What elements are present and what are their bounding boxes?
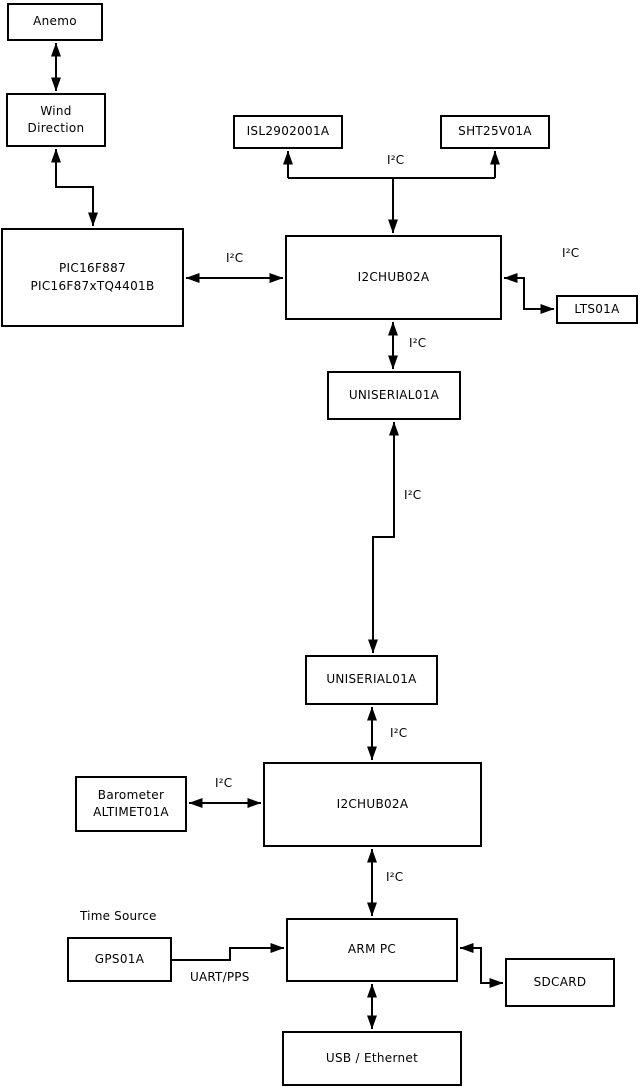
node-lts01a: LTS01A: [556, 295, 638, 324]
node-isl2902001a-label: ISL2902001A: [246, 124, 330, 139]
edge-wind-pic: [51, 148, 98, 227]
edge-uniserial1-uniserial2: [368, 421, 399, 654]
node-uniserial-upper-label: UNISERIAL01A: [348, 387, 440, 402]
node-usb-ethernet-label: USB / Ethernet: [325, 1050, 419, 1065]
node-gps01a-label: GPS01A: [94, 951, 145, 966]
node-pic-controller: PIC16F887 PIC16F87xTQ4401B: [1, 228, 184, 327]
edge-hub1-lts: [503, 273, 555, 314]
node-arm-pc-label: ARM PC: [347, 942, 397, 957]
edge-gps-armpc: [172, 943, 285, 961]
node-i2chub-lower: I2CHUB02A: [263, 762, 482, 847]
node-wind-direction-label: Wind Direction: [27, 103, 85, 135]
edge-label-barometer-hub2: I²C: [215, 776, 233, 790]
node-anemo-label: Anemo: [33, 14, 77, 29]
caption-time-source: Time Source: [80, 909, 157, 923]
edge-armpc-sdcard: [459, 943, 504, 988]
node-barometer-label: Barometer ALTIMET01A: [93, 787, 169, 819]
edge-label-pic-hub1: I²C: [226, 251, 244, 265]
edge-label-bus-top: I²C: [387, 153, 405, 167]
node-pic-controller-label: PIC16F887 PIC16F87xTQ4401B: [30, 261, 155, 293]
node-uniserial-upper: UNISERIAL01A: [327, 371, 461, 420]
node-usb-ethernet: USB / Ethernet: [282, 1031, 462, 1086]
node-anemo: Anemo: [7, 3, 103, 41]
node-sht25v01a: SHT25V01A: [440, 115, 550, 149]
node-sht25v01a-label: SHT25V01A: [458, 124, 532, 139]
node-barometer: Barometer ALTIMET01A: [75, 776, 187, 832]
edge-label-hub1-lts: I²C: [562, 246, 580, 260]
node-sdcard-label: SDCARD: [533, 974, 587, 989]
edge-label-uniserial2-hub2: I²C: [390, 726, 408, 740]
edge-label-uniserial1-uniserial2: I²C: [404, 488, 422, 502]
node-isl2902001a: ISL2902001A: [233, 115, 343, 149]
node-uniserial-lower: UNISERIAL01A: [305, 655, 438, 705]
node-i2chub-upper-label: I2CHUB02A: [357, 269, 430, 284]
node-wind-direction: Wind Direction: [6, 93, 106, 147]
edge-label-hub2-armpc: I²C: [386, 870, 404, 884]
edge-label-gps-armpc: UART/PPS: [190, 970, 250, 984]
node-sdcard: SDCARD: [505, 958, 615, 1007]
node-i2chub-upper: I2CHUB02A: [285, 235, 502, 320]
edge-label-hub1-uniserial1: I²C: [409, 336, 427, 350]
node-gps01a: GPS01A: [67, 937, 172, 982]
node-uniserial-lower-label: UNISERIAL01A: [326, 672, 417, 687]
node-lts01a-label: LTS01A: [574, 301, 620, 316]
node-i2chub-lower-label: I2CHUB02A: [336, 796, 409, 811]
node-arm-pc: ARM PC: [286, 918, 458, 982]
